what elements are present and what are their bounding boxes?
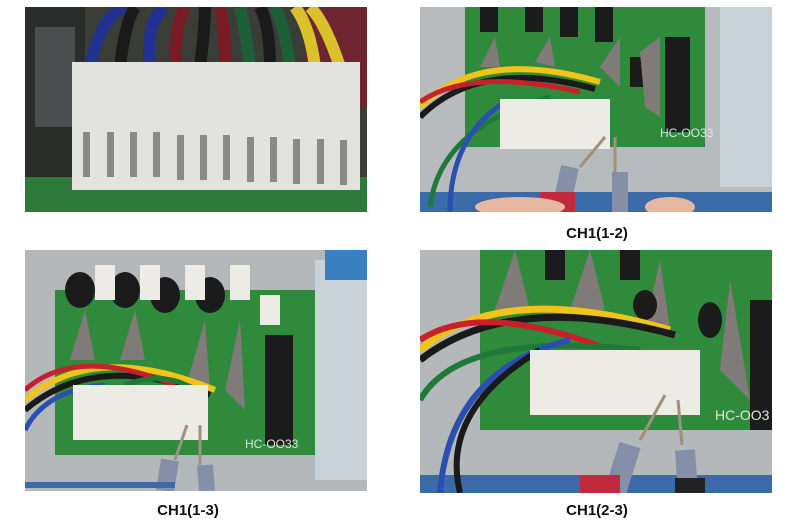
board-label: HC-OO33 xyxy=(245,437,299,451)
caption-ch1-2-3: CH1(2-3) xyxy=(566,502,628,519)
board-label: HC-OO33 xyxy=(660,126,714,140)
photo-ch1-1-3: HC-OO33 xyxy=(25,250,367,491)
ch1-1-3-image: HC-OO33 xyxy=(25,250,367,491)
photo-ch1-2-3: HC-OO3 xyxy=(420,250,772,493)
photo-connector-closeup xyxy=(25,7,367,212)
board-label: HC-OO3 xyxy=(715,407,770,423)
ch1-1-2-image: HC-OO33 xyxy=(420,7,772,212)
connector-closeup-image xyxy=(25,7,367,212)
caption-ch1-1-2: CH1(1-2) xyxy=(566,225,628,242)
ch1-2-3-image: HC-OO3 xyxy=(420,250,772,493)
photo-ch1-1-2: HC-OO33 xyxy=(420,7,772,212)
caption-ch1-1-3: CH1(1-3) xyxy=(157,502,219,519)
